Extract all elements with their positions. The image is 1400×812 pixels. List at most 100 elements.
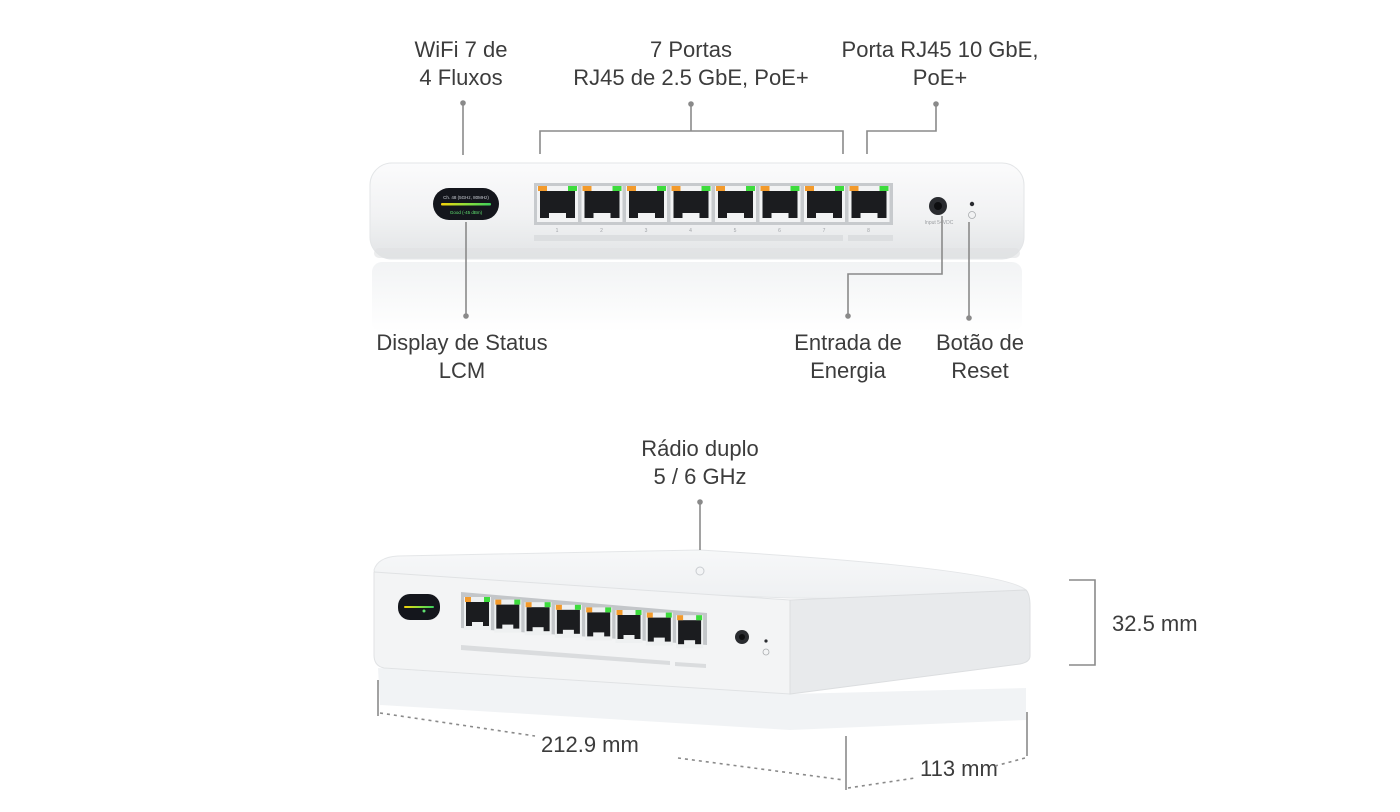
radio-callout-line2: 5 / 6 GHz xyxy=(653,464,747,489)
front-lcm-display: Ch. 48 (5GHz, 80MHz) Good (-45 dBm) xyxy=(433,188,499,220)
dimension-lines xyxy=(377,680,1028,790)
angled-port xyxy=(554,604,582,638)
angled-port xyxy=(464,597,491,630)
port-led-orange xyxy=(646,612,653,618)
angled-device-side xyxy=(789,589,1031,695)
port-led-orange xyxy=(760,186,770,191)
wifi-callout: WiFi 7 de 4 Fluxos xyxy=(391,36,531,92)
front-port xyxy=(848,186,890,222)
reset-callout-line1: Botão de xyxy=(935,330,1025,355)
angled-port xyxy=(615,610,643,643)
port-led-orange xyxy=(716,186,725,191)
port-led-green xyxy=(612,186,622,191)
front-port xyxy=(670,186,712,222)
front-port xyxy=(581,186,623,222)
radio-callout-line1: Rádio duplo xyxy=(641,436,759,461)
ports-25g-callout-line2: RJ45 de 2.5 GbE, PoE+ xyxy=(573,65,809,90)
port-led-orange xyxy=(616,610,623,615)
port-led-orange xyxy=(465,597,471,602)
power-callout-line1: Entrada de xyxy=(794,330,902,355)
front-port xyxy=(804,186,845,222)
port-led-orange xyxy=(555,604,562,610)
front-port-numbers: 1 2 3 4 5 6 7 8 xyxy=(556,228,871,234)
angled-lcm-display xyxy=(398,594,440,620)
port-led-orange xyxy=(671,186,681,191)
front-lcm-line1: Ch. 48 (5GHz, 80MHz) xyxy=(443,195,489,200)
angled-port-group xyxy=(464,597,704,649)
port-led-orange xyxy=(805,186,814,191)
port-led-green xyxy=(701,186,711,191)
port-led-orange xyxy=(495,599,502,605)
port-led-orange xyxy=(582,186,592,191)
port-led-green xyxy=(657,186,666,191)
ports-25g-callout: 7 Portas RJ45 de 2.5 GbE, PoE+ xyxy=(541,36,841,92)
lcm-callout-line2: LCM xyxy=(438,358,486,383)
lcm-callout-line1: Display de Status xyxy=(376,330,548,355)
port-led-orange xyxy=(677,615,684,621)
front-port-group xyxy=(537,186,890,222)
front-port-number: 8 xyxy=(867,228,870,234)
front-lcm-line2: Good (-45 dBm) xyxy=(450,210,483,215)
port-led-green xyxy=(544,602,551,608)
front-leader-lines xyxy=(462,103,970,317)
port-led-green xyxy=(835,186,844,191)
port-led-orange xyxy=(525,602,532,608)
angled-port xyxy=(645,612,673,646)
angled-port xyxy=(494,599,522,633)
port-led-green xyxy=(696,615,703,621)
front-device: Ch. 48 (5GHz, 80MHz) Good (-45 dBm) 1 2 3 4… xyxy=(369,162,1025,332)
port-led-green xyxy=(746,186,755,191)
front-port-number: 5 xyxy=(734,228,737,234)
port-led-green xyxy=(879,186,889,191)
port-10g-callout-line2: PoE+ xyxy=(912,65,968,90)
front-port-number: 7 xyxy=(823,228,826,234)
width-dimension: 212.9 mm xyxy=(541,732,639,757)
dimension-dashes xyxy=(379,712,1026,789)
port-led-orange xyxy=(586,607,593,613)
front-power-jack: Input 54VDC xyxy=(925,197,954,226)
power-callout: Entrada de Energia xyxy=(783,329,913,385)
front-power-jack-text: Input 54VDC xyxy=(925,220,954,226)
front-leader-dots xyxy=(460,100,972,321)
port-led-green xyxy=(605,607,612,613)
power-callout-line2: Energia xyxy=(810,358,886,383)
wifi-callout-line1: WiFi 7 de xyxy=(414,37,508,62)
front-reset-button xyxy=(968,201,976,219)
port-10g-callout: Porta RJ45 10 GbE, PoE+ xyxy=(830,36,1050,92)
front-port-number: 2 xyxy=(600,228,603,234)
angled-leader-lines xyxy=(699,502,1096,666)
front-port-number: 6 xyxy=(778,228,781,234)
depth-dimension: 113 mm xyxy=(920,756,998,781)
port-led-orange xyxy=(538,186,547,191)
front-device-reflection xyxy=(372,262,1022,332)
front-port xyxy=(759,186,801,222)
port-led-green xyxy=(514,599,521,605)
front-port xyxy=(626,186,667,222)
front-port-number: 4 xyxy=(689,228,692,234)
angled-port-bank xyxy=(461,592,707,645)
front-port-number: 3 xyxy=(645,228,648,234)
reset-callout-line2: Reset xyxy=(951,358,1009,383)
port-led-green xyxy=(484,597,490,602)
port-led-orange xyxy=(627,186,636,191)
angled-port xyxy=(524,602,552,636)
radio-callout: Rádio duplo 5 / 6 GHz xyxy=(610,435,790,491)
reset-callout: Botão de Reset xyxy=(925,329,1035,385)
port-led-orange xyxy=(849,186,859,191)
front-port-number: 1 xyxy=(556,228,559,234)
port-10g-callout-line1: Porta RJ45 10 GbE, xyxy=(841,37,1039,62)
port-led-green xyxy=(574,604,581,610)
front-port xyxy=(715,186,756,222)
port-led-green xyxy=(790,186,800,191)
height-dimension: 32.5 mm xyxy=(1112,611,1198,636)
lcm-callout: Display de Status LCM xyxy=(362,329,562,385)
wifi-callout-line2: 4 Fluxos xyxy=(419,65,503,90)
port-led-green xyxy=(635,610,642,615)
front-port xyxy=(537,186,578,222)
angled-device xyxy=(373,549,1031,730)
ports-25g-callout-line1: 7 Portas xyxy=(650,37,732,62)
angled-port xyxy=(676,615,704,649)
port-led-green xyxy=(568,186,577,191)
port-led-green xyxy=(665,612,672,618)
